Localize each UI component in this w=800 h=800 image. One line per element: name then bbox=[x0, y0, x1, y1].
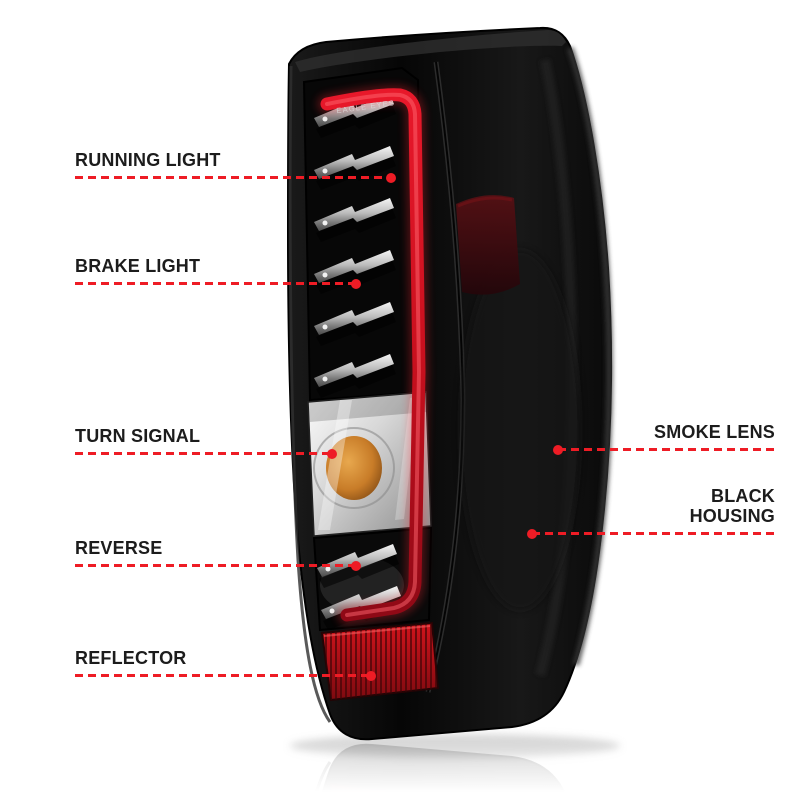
tail-light: EAGLE EYES bbox=[286, 26, 614, 741]
callout-line bbox=[75, 560, 361, 571]
callout-label-black-housing: BLACK HOUSING bbox=[689, 486, 775, 526]
callout-line bbox=[527, 528, 775, 539]
red-light-bar bbox=[317, 84, 430, 625]
callout-label-turn-signal: TURN SIGNAL bbox=[75, 426, 201, 446]
reflection-fade bbox=[240, 741, 680, 800]
callout-dot bbox=[527, 528, 537, 539]
side-reflector bbox=[456, 195, 520, 295]
callout-turn-signal: TURN SIGNAL bbox=[75, 426, 337, 459]
callout-line bbox=[75, 278, 361, 289]
callout-line bbox=[75, 172, 396, 183]
callout-dot bbox=[327, 448, 337, 459]
callout-label-smoke-lens: SMOKE LENS bbox=[653, 422, 775, 442]
callout-label-running-light: RUNNING LIGHT bbox=[75, 150, 221, 170]
callout-line bbox=[75, 448, 337, 459]
callout-black-housing: BLACK HOUSING bbox=[527, 486, 775, 539]
turn-signal-bulb bbox=[326, 436, 382, 500]
callout-dot bbox=[351, 560, 361, 571]
callout-label-reverse: REVERSE bbox=[75, 538, 163, 558]
callout-dot bbox=[351, 278, 361, 289]
callout-line bbox=[75, 670, 376, 681]
callout-reverse: REVERSE bbox=[75, 538, 361, 571]
callout-running-light: RUNNING LIGHT bbox=[75, 150, 396, 183]
callout-brake-light: BRAKE LIGHT bbox=[75, 256, 361, 289]
callout-label-reflector: REFLECTOR bbox=[75, 648, 187, 668]
callout-dot bbox=[386, 172, 396, 183]
callout-line bbox=[553, 444, 775, 455]
callout-dot bbox=[366, 670, 376, 681]
callout-dot bbox=[553, 444, 563, 455]
callout-smoke-lens: SMOKE LENS bbox=[553, 422, 775, 455]
reflector bbox=[320, 621, 440, 702]
callout-reflector: REFLECTOR bbox=[75, 648, 376, 681]
callout-label-brake-light: BRAKE LIGHT bbox=[75, 256, 201, 276]
